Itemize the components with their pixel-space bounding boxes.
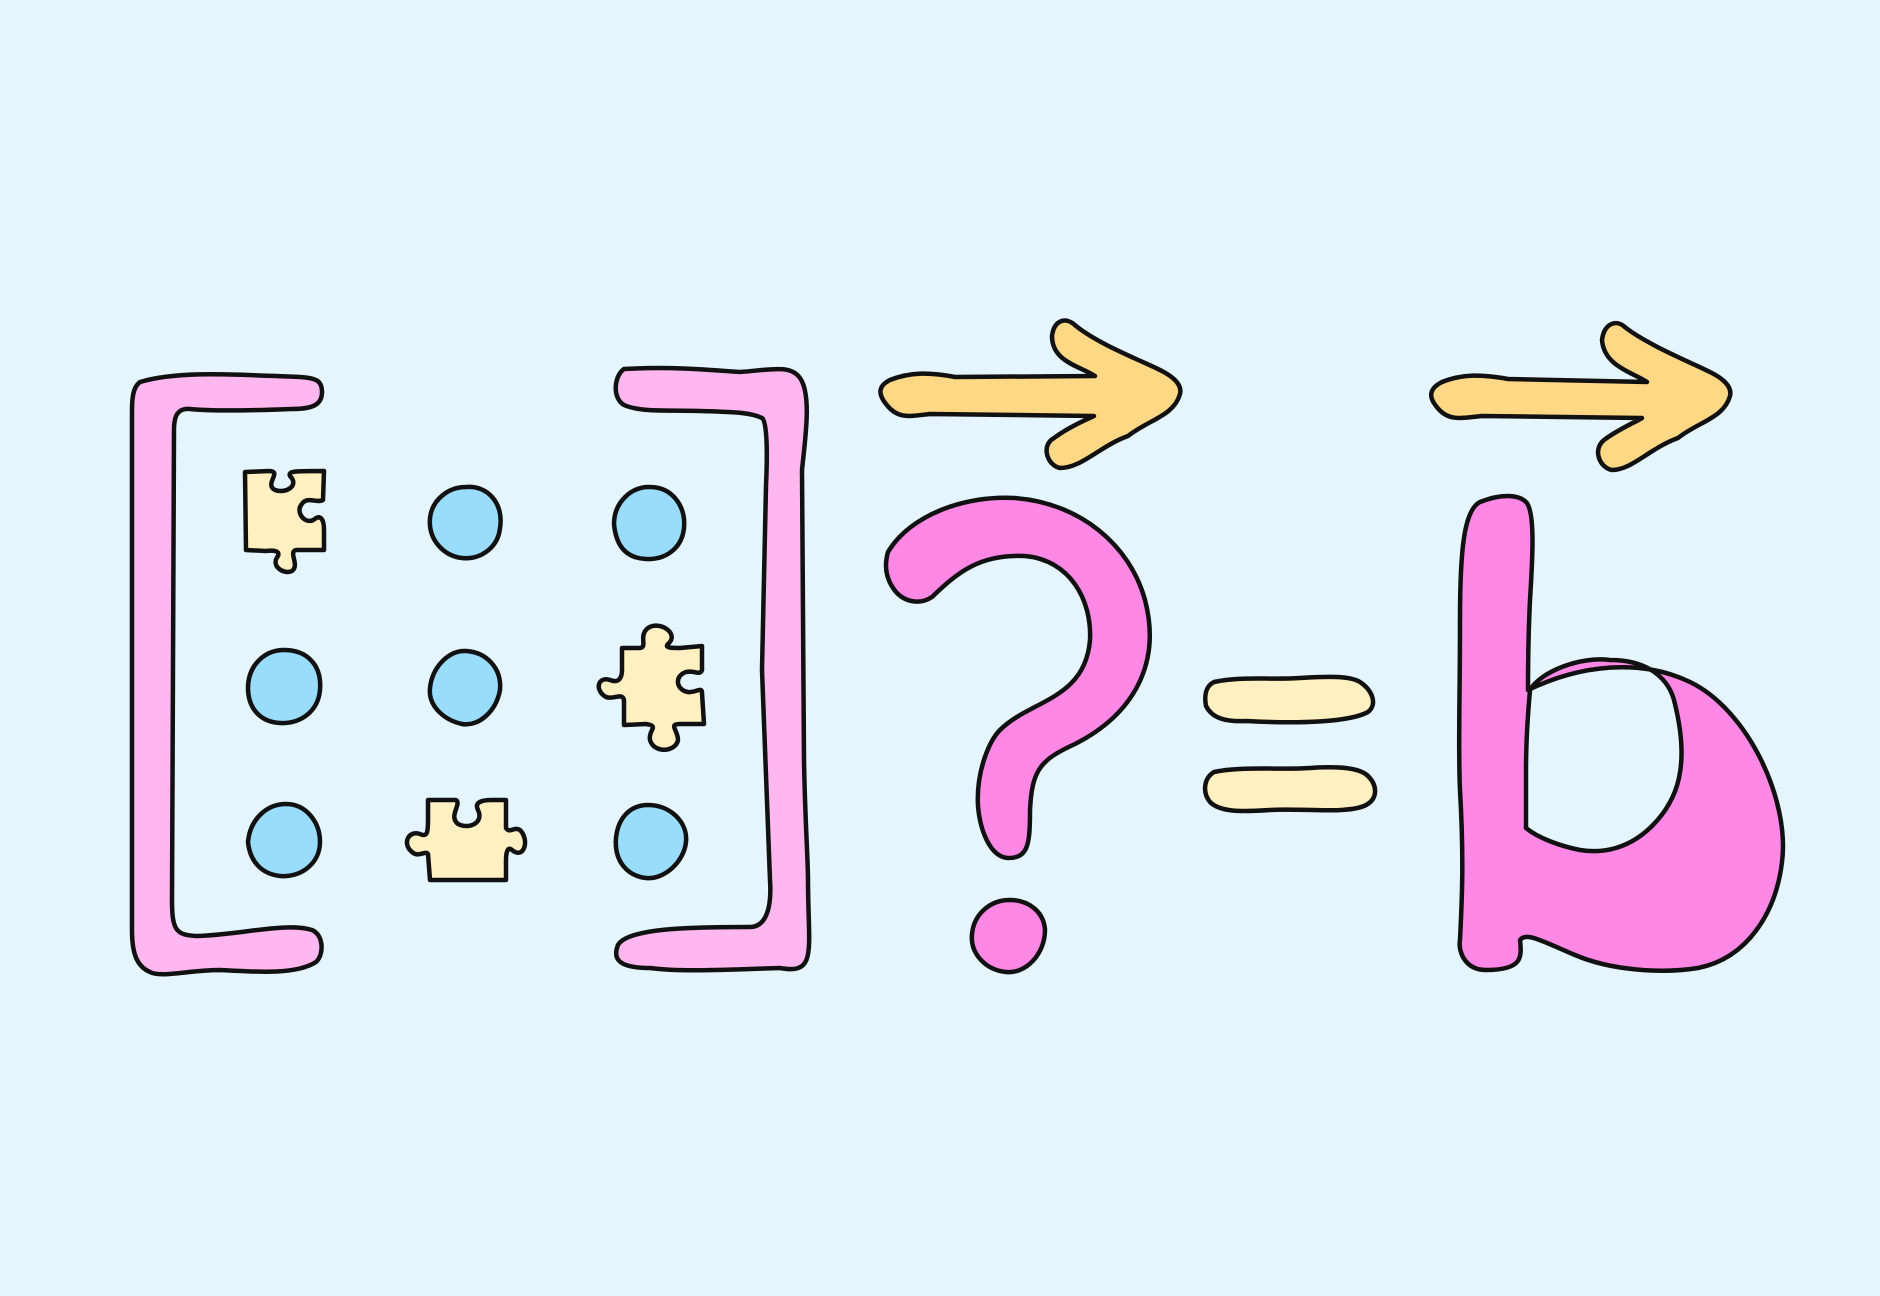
- equals-sign-bottom-bar: [1202, 765, 1378, 814]
- circle-r3c1: [245, 801, 323, 879]
- question-mark: [883, 495, 1152, 861]
- circle-r1c2: [427, 484, 503, 561]
- letter-b: [1456, 493, 1786, 973]
- puzzle-piece-r1c1: [242, 468, 327, 575]
- circle-r1c3: [611, 484, 687, 562]
- question-mark-dot: [969, 897, 1048, 975]
- vector-arrow-over-question-mark: [878, 318, 1183, 471]
- circle-r2c2: [427, 648, 503, 727]
- circle-r2c1: [245, 647, 323, 726]
- circle-r3c3: [613, 802, 689, 881]
- puzzle-piece-r2c3: [596, 623, 707, 752]
- left-bracket: [129, 372, 325, 977]
- equals-sign-top-bar: [1203, 674, 1376, 725]
- vector-arrow-over-b: [1428, 320, 1733, 473]
- puzzle-piece-r3c2: [404, 797, 528, 883]
- right-bracket: [613, 365, 812, 973]
